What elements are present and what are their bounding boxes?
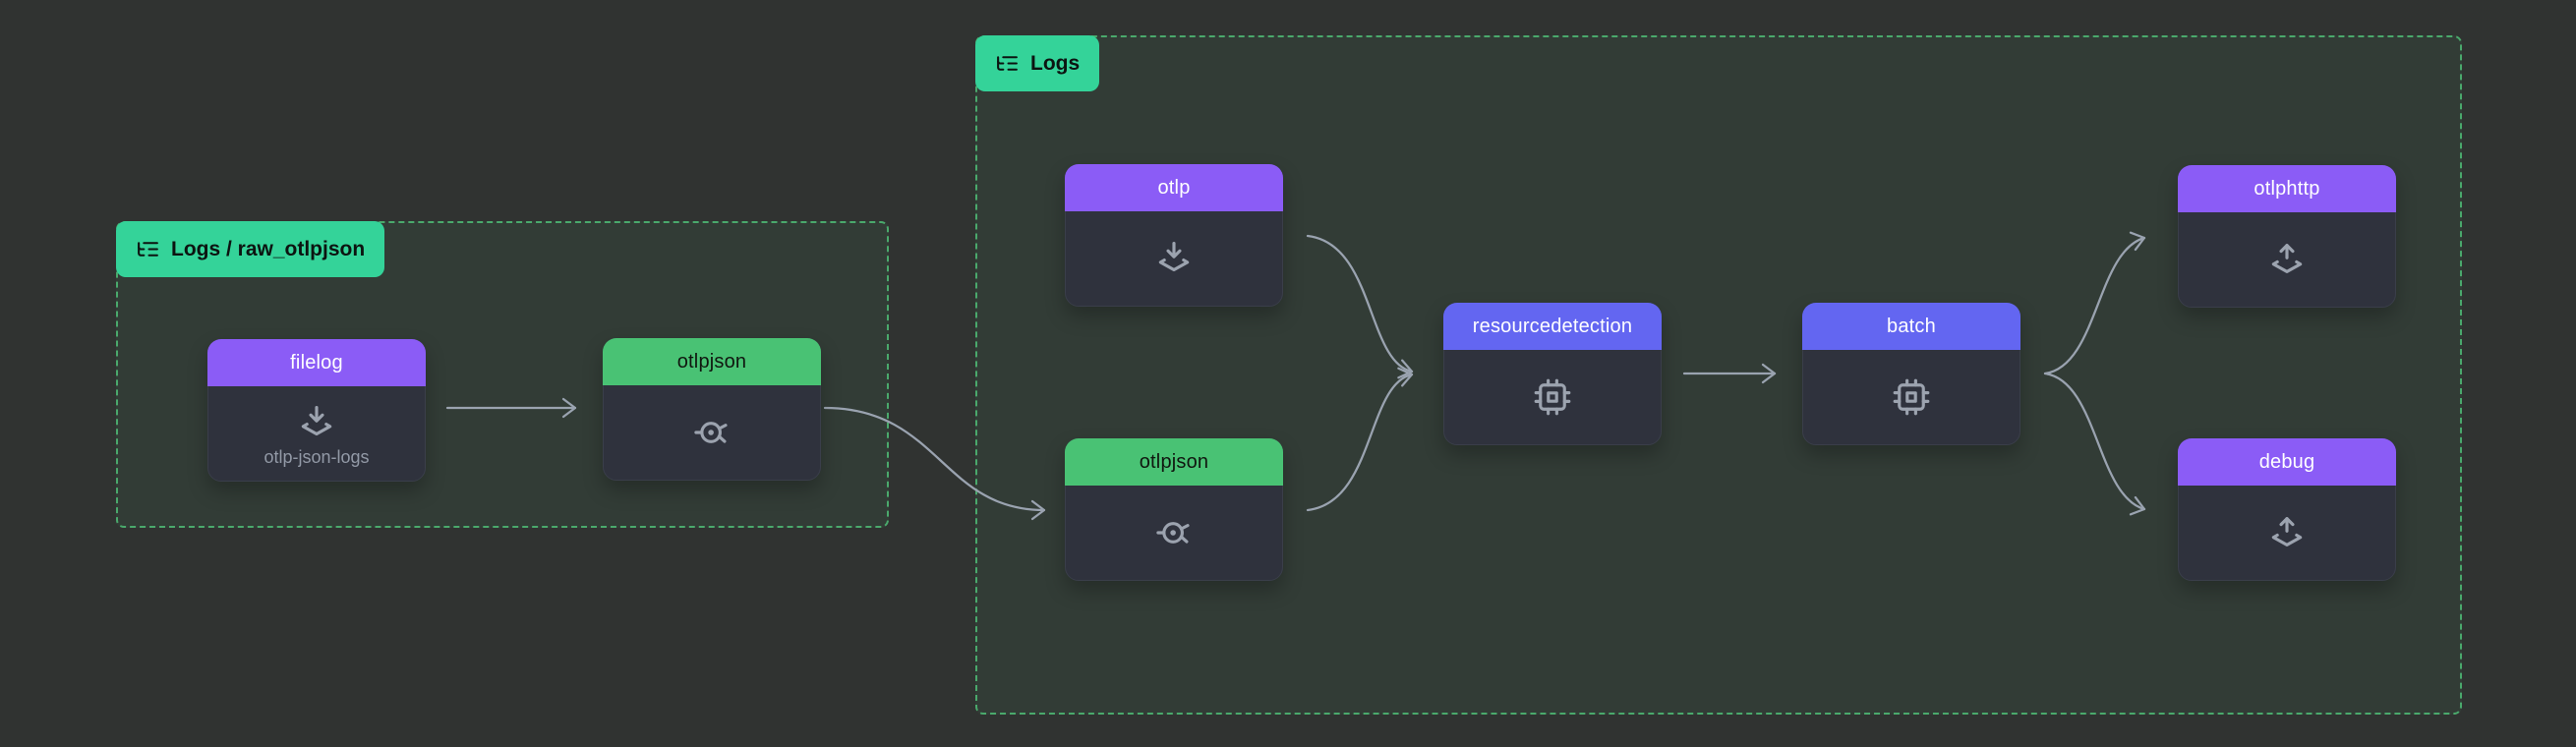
node-otlpjson-raw[interactable]: otlpjson: [603, 338, 821, 481]
node-filelog[interactable]: filelog otlp-json-logs: [207, 339, 426, 482]
group-tab-logs: Logs: [975, 35, 1100, 91]
group-tab-logs-raw-otlpjson: Logs / raw_otlpjson: [116, 221, 385, 277]
connector-icon: [694, 422, 728, 443]
connector-icon: [1156, 522, 1190, 544]
node-label: otlp: [1065, 164, 1283, 211]
group-label: Logs: [1030, 51, 1081, 75]
processor-icon: [1534, 378, 1571, 416]
pipeline-group-logs: Logs: [975, 35, 2462, 715]
node-otlp[interactable]: otlp: [1065, 164, 1283, 307]
list-tree-icon: [138, 242, 158, 257]
receiver-icon: [301, 405, 332, 435]
receiver-icon: [1158, 242, 1190, 272]
node-label: otlpjson: [603, 338, 821, 385]
node-label: resourcedetection: [1443, 303, 1662, 350]
processor-icon: [1893, 378, 1930, 416]
node-debug[interactable]: debug: [2178, 438, 2396, 581]
node-batch[interactable]: batch: [1802, 303, 2020, 445]
node-sublabel: otlp-json-logs: [263, 446, 370, 467]
node-otlpjson-logs[interactable]: otlpjson: [1065, 438, 1283, 581]
node-label: filelog: [207, 339, 426, 386]
exporter-icon: [2271, 517, 2303, 546]
exporter-icon: [2271, 244, 2303, 273]
node-resourcedetection[interactable]: resourcedetection: [1443, 303, 1662, 445]
group-label: Logs / raw_otlpjson: [171, 237, 366, 260]
node-otlphttp[interactable]: otlphttp: [2178, 165, 2396, 308]
node-label: otlpjson: [1065, 438, 1283, 486]
node-label: debug: [2178, 438, 2396, 486]
node-label: otlphttp: [2178, 165, 2396, 212]
node-label: batch: [1802, 303, 2020, 350]
list-tree-icon: [997, 56, 1018, 71]
